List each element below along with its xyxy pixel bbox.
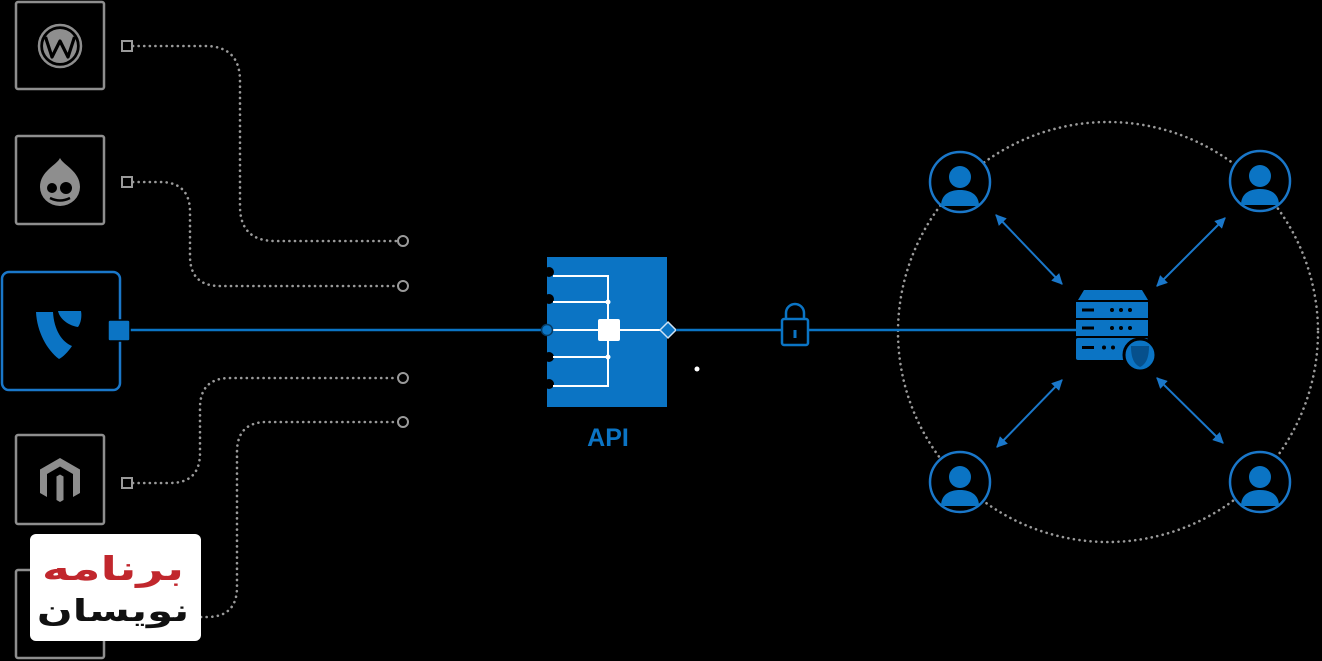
- server-icon-slot: [1082, 308, 1094, 312]
- source-box-wordpress: [14, 0, 133, 91]
- user-icon-head: [949, 166, 971, 188]
- source-box-frame: [14, 433, 106, 526]
- magento-icon-outer: [40, 458, 80, 497]
- bidirectional-arrow: [1156, 377, 1224, 444]
- api-output-port: [658, 320, 678, 340]
- connector-endpoint: [397, 280, 409, 292]
- dotted-connector-magento: [131, 376, 399, 485]
- drupal-icon-drop: [40, 158, 80, 206]
- drupal-icon: [40, 158, 80, 206]
- source-box-frame: [14, 0, 106, 91]
- server-icon-led: [1111, 345, 1115, 350]
- shield-badge-mark: [1131, 346, 1149, 367]
- connector-endpoint: [397, 416, 409, 428]
- lock-icon-shackle: [784, 302, 806, 320]
- watermark-logo: برنامه نویسان: [30, 534, 201, 641]
- magento-icon-center: [56, 474, 64, 502]
- connector-endpoint: [397, 235, 409, 247]
- api-input-notch: [544, 294, 554, 304]
- wordpress-icon-ring: [37, 23, 83, 69]
- user-icon: [928, 150, 992, 214]
- typo3-icon-top: [58, 311, 82, 327]
- user-icon-body: [1241, 189, 1279, 205]
- wordpress-icon: [37, 23, 83, 69]
- user-icon: [928, 450, 992, 514]
- server-icon-led: [1128, 326, 1132, 330]
- source-box-typo3: [0, 270, 131, 392]
- marker-dot: [694, 366, 700, 372]
- connector-endpoint: [397, 372, 409, 384]
- watermark-logo-background: [30, 534, 201, 641]
- drupal-icon-mouth: [49, 196, 71, 202]
- connector-port: [121, 40, 133, 52]
- api-input-notch: [544, 352, 554, 362]
- source-box-drupal: [14, 134, 133, 226]
- api-core: [598, 319, 620, 341]
- dotted-connector-hidden-source: [199, 420, 399, 619]
- server-icon-slot: [1082, 346, 1094, 349]
- connector-port: [121, 477, 133, 489]
- watermark-logo-line2: نویسان: [37, 593, 189, 628]
- watermark-logo-line1: برنامه: [42, 549, 184, 588]
- server-icon-led: [1110, 308, 1114, 312]
- user-icon-body: [941, 190, 979, 206]
- bidirectional-arrow: [995, 214, 1063, 285]
- lock-icon: [780, 302, 810, 347]
- api-circuit-node: [605, 354, 611, 360]
- connector-port: [121, 176, 133, 188]
- server-icon-cap: [1078, 290, 1148, 300]
- typo3-icon-main: [36, 312, 72, 359]
- wordpress-icon-mark: [43, 36, 77, 59]
- api-input-port: [540, 323, 554, 337]
- user-icon-head: [1249, 466, 1271, 488]
- dotted-connector-drupal: [131, 180, 399, 288]
- api-input-notch: [544, 267, 554, 277]
- shield-badge-icon: [1122, 337, 1158, 373]
- typo3-icon: [36, 311, 82, 359]
- server-icon-led: [1119, 308, 1123, 312]
- user-icon: [1228, 450, 1292, 514]
- drupal-icon-eye: [47, 183, 57, 193]
- server-icon-led: [1128, 308, 1132, 312]
- drupal-icon-eye: [60, 182, 72, 194]
- user-icon-body: [941, 490, 979, 506]
- api-circuit-node: [605, 299, 611, 305]
- user-icon-body: [1241, 490, 1279, 506]
- api-input-notch: [544, 379, 554, 389]
- server-icon-led: [1110, 326, 1114, 330]
- server-icon-slot: [1082, 326, 1094, 330]
- user-icon-head: [949, 466, 971, 488]
- dotted-connector-wordpress: [131, 44, 399, 243]
- bidirectional-arrow: [1156, 217, 1226, 287]
- lock-icon-keyhole: [793, 330, 797, 338]
- bidirectional-arrow: [996, 379, 1063, 448]
- server-icon-led: [1119, 326, 1123, 330]
- network-ring: [896, 120, 1320, 544]
- server-icon-led: [1102, 345, 1106, 350]
- api-label: API: [587, 424, 629, 452]
- api-block: [544, 257, 678, 407]
- source-box-frame: [14, 134, 106, 226]
- connector-port-active: [107, 319, 131, 342]
- source-box-magento: [14, 433, 133, 526]
- magento-icon: [40, 458, 80, 502]
- source-box-frame-active: [0, 270, 122, 392]
- user-icon: [1228, 149, 1292, 213]
- user-icon-head: [1249, 165, 1271, 187]
